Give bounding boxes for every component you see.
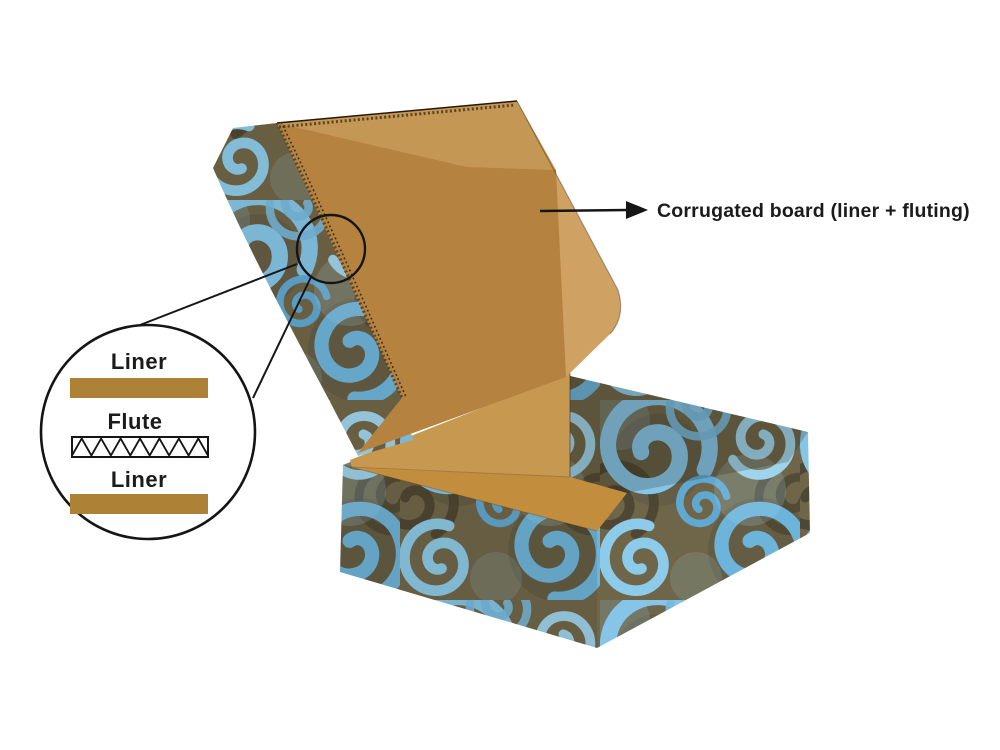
lid-right-edge xyxy=(516,100,622,335)
flute-zigzag xyxy=(71,436,209,458)
back-right-wall-shadow xyxy=(566,375,808,493)
magnifier-callout: Liner Flute Liner xyxy=(39,213,367,541)
lid-inner-bottom-flap xyxy=(350,373,570,477)
flute-label: Flute xyxy=(107,409,162,434)
box-lid xyxy=(213,100,622,456)
callout-connector-line-bottom xyxy=(252,276,312,399)
lid-top-flap xyxy=(277,101,556,170)
lid-center-panel xyxy=(277,123,566,453)
floor-fold-line xyxy=(349,466,571,478)
annotation: Corrugated board (liner + fluting) xyxy=(539,200,970,222)
liner-bottom-bar xyxy=(70,494,208,514)
lid-top-cut-edge xyxy=(276,100,518,124)
lid-strip-shading xyxy=(213,123,413,456)
annotation-arrow-line xyxy=(539,208,629,213)
liner-bottom-label: Liner xyxy=(111,467,167,492)
zoom-source-circle xyxy=(295,213,367,285)
front-left-wall-shading xyxy=(340,465,597,648)
liner-top-bar xyxy=(70,378,208,398)
corrugated-board-label: Corrugated board (liner + fluting) xyxy=(657,200,970,222)
liner-top-label: Liner xyxy=(111,349,167,374)
front-rim-edge xyxy=(342,464,598,532)
annotation-arrowhead-icon xyxy=(626,201,648,219)
box-base xyxy=(340,373,810,648)
box-interior-floor xyxy=(343,465,627,531)
callout-connector-line-top xyxy=(139,263,298,326)
lid-exterior-pattern-strip xyxy=(213,123,413,456)
